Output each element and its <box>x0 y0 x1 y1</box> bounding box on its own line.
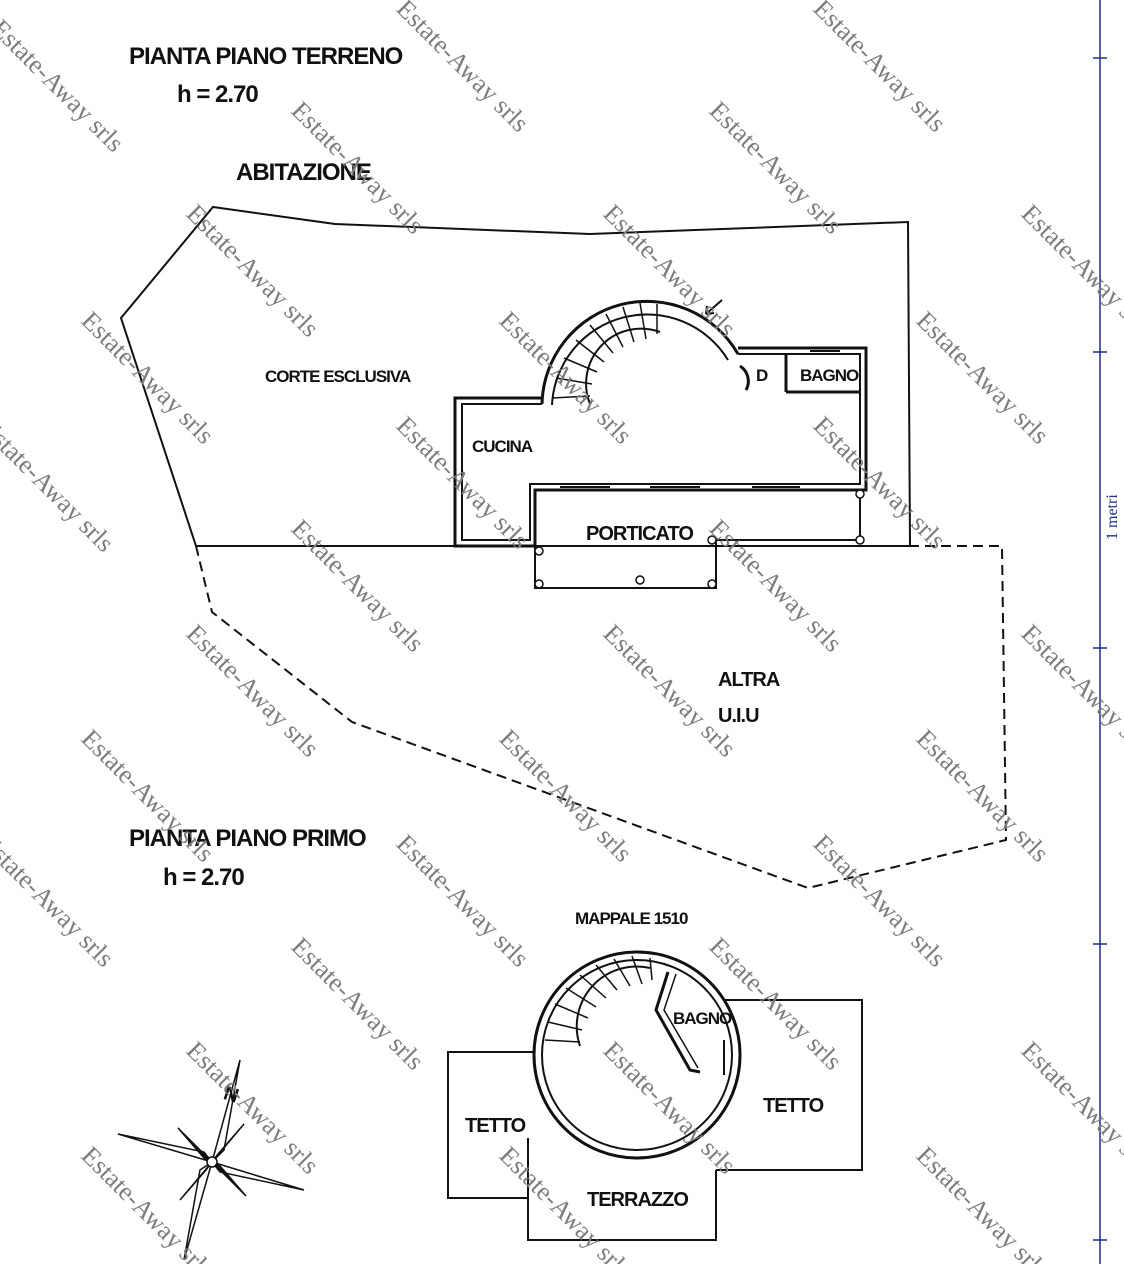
ground-floor-plan <box>119 205 1008 890</box>
altra-uiu-boundary <box>195 545 1008 890</box>
watermark: Estate-Away srls <box>76 306 220 450</box>
corte-boundary <box>119 205 912 547</box>
first-floor-plan <box>447 950 863 1241</box>
watermark: Estate-Away srls <box>808 0 952 138</box>
watermark: Estate-Away srls <box>181 619 325 763</box>
watermark: Estate-Away srls <box>911 724 1055 868</box>
stair-inner-arc <box>585 327 661 405</box>
watermark: Estate-Away srls <box>0 414 120 558</box>
ground-floor-height: h = 2.70 <box>177 81 258 108</box>
watermark: Estate-Away srls <box>494 306 638 450</box>
terrazzo-label: TERRAZZO <box>587 1189 688 1211</box>
watermark: Estate-Away srls <box>494 724 638 868</box>
watermark: Estate-Away srls <box>598 199 742 343</box>
stair-treads <box>551 302 658 399</box>
porticato-label: PORTICATO <box>586 523 693 545</box>
stair-mid-arc <box>551 313 729 406</box>
tetto-right-label: TETTO <box>763 1095 824 1117</box>
altra-label: ALTRA <box>718 669 780 691</box>
uiu-label: U.I.U <box>718 705 759 727</box>
entrance-arrow <box>705 299 723 315</box>
watermark: Estate-Away srls <box>808 411 952 555</box>
watermark: Estate-Away srls <box>1016 1036 1124 1180</box>
watermark: Estate-Away srls <box>391 829 535 973</box>
terrazzo-outline <box>527 1138 717 1241</box>
tower-inner-circle <box>541 959 733 1151</box>
watermark: Estate-Away srls <box>0 14 130 158</box>
stair-outer-arc <box>540 299 740 405</box>
watermark: Estate-Away srls <box>808 829 952 973</box>
first-floor-height: h = 2.70 <box>163 864 244 891</box>
watermark: Estate-Away srls <box>911 1141 1055 1264</box>
bagno-wall <box>739 354 860 394</box>
watermark: Estate-Away srls <box>704 96 848 240</box>
bagno-label: BAGNO <box>800 366 859 385</box>
corte-esclusiva-label: CORTE ESCLUSIVA <box>265 367 411 386</box>
watermark: Estate-Away srls <box>1016 619 1124 763</box>
watermark: Estate-Away srls <box>391 0 535 138</box>
tetto-left-outline <box>447 1051 536 1199</box>
scale-bar <box>1093 0 1107 1264</box>
watermark: Estate-Away srls <box>286 514 430 658</box>
tetto-left-label: TETTO <box>465 1115 526 1137</box>
abitazione-label: ABITAZIONE <box>236 159 372 186</box>
first-bagno-wall-inner <box>663 973 699 1069</box>
porch-columns <box>534 489 865 589</box>
watermark: Estate-Away srls <box>1016 199 1124 343</box>
watermark: Estate-Away srls <box>286 932 430 1076</box>
mappale-label: MAPPALE 1510 <box>575 909 688 928</box>
cucina-label: CUCINA <box>472 437 533 456</box>
ground-floor-title: PIANTA PIANO TERRENO <box>129 43 403 70</box>
watermark: Estate-Away srls <box>0 829 120 973</box>
d-label: D <box>756 366 768 385</box>
tetto-right-outline <box>716 999 863 1171</box>
first-bagno-wall <box>654 971 701 1074</box>
tower-outer-circle <box>532 950 742 1160</box>
watermark: Estate-Away srls <box>704 514 848 658</box>
porticato-outline <box>534 489 861 589</box>
first-floor-title: PIANTA PIANO PRIMO <box>129 825 366 852</box>
watermark: Estate-Away srls <box>911 306 1055 450</box>
front-windows <box>560 350 840 488</box>
first-stair-treads <box>544 955 653 1043</box>
first-bagno-label: BAGNO <box>673 1009 732 1028</box>
house-walls-inner <box>461 353 861 541</box>
scale-label: 1 metri <box>1104 494 1121 540</box>
compass-rose-icon <box>117 1059 305 1261</box>
